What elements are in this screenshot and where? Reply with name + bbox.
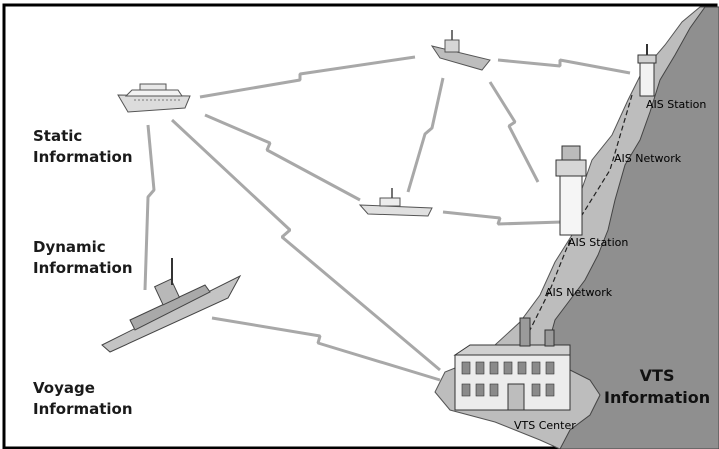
ais-station-top-label: AIS Station [646,98,707,111]
radio-link [143,124,156,291]
static-information-label: Static Information [33,127,133,166]
radio-link [211,316,441,382]
frigate-icon [430,30,491,71]
radio-link [204,113,361,202]
patrol-ship-icon [358,188,433,217]
lighthouse-icon [637,44,657,97]
radio-link [488,81,540,183]
voyage-information-label: Voyage Information [33,379,133,418]
ais-network-bottom-label: AIS Network [545,286,613,299]
dynamic-information-label: Dynamic Information [33,238,133,277]
ais-network-top-label: AIS Network [614,152,682,165]
radio-link [170,118,441,372]
radio-link [199,55,416,99]
radio-link [406,77,445,193]
ais-station-mid-label: AIS Station [568,236,629,249]
warship-icon [101,258,242,353]
vts-information-label: VTS Information [604,366,711,407]
ais-network-link-top [581,94,633,216]
vts-center-label: VTS Center [514,419,576,432]
lighthouse-icon [555,145,587,236]
ais-network-link-bottom [529,239,571,331]
cruise-ship-icon [117,83,191,113]
radio-link [497,58,631,75]
radio-link [442,210,563,226]
building-icon [453,317,571,411]
coast-inner-shape [547,6,719,449]
